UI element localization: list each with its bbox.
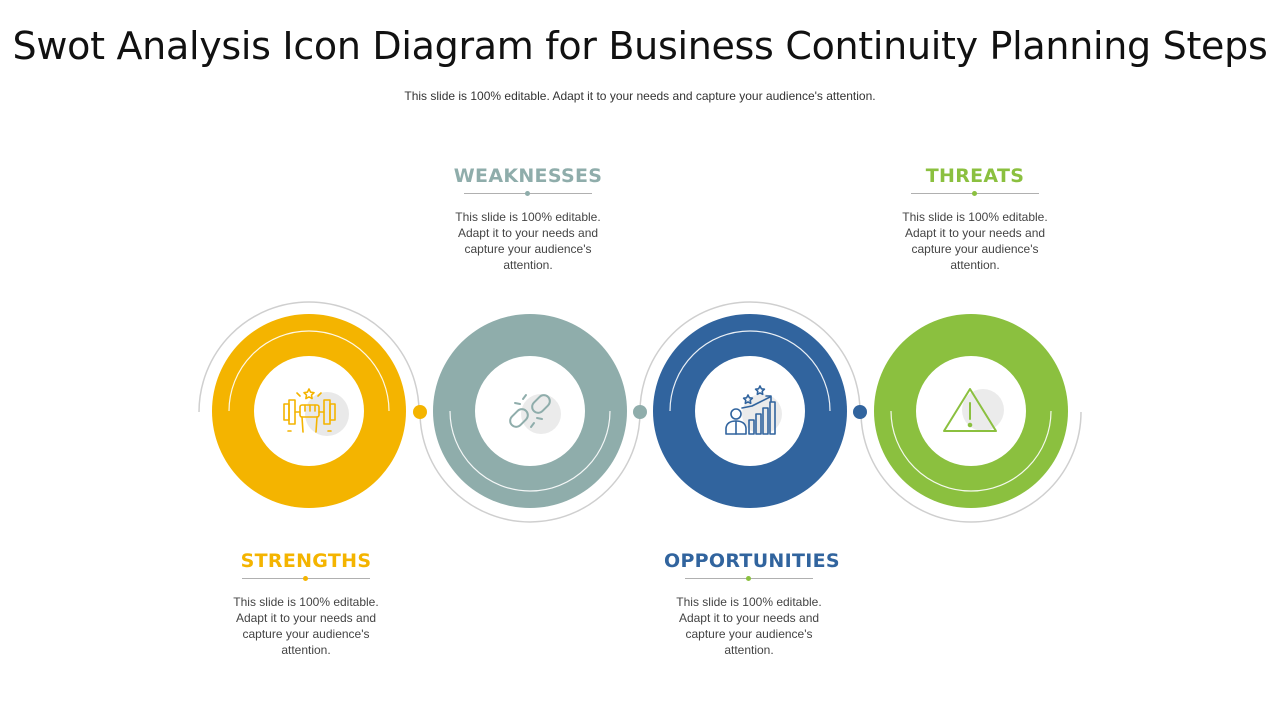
threats-description: This slide is 100% editable. Adapt it to… [902, 210, 1048, 272]
weaknesses-ring [433, 314, 627, 508]
weaknesses-block: WEAKNESSES This slide is 100% editable. … [443, 165, 613, 273]
strengths-description: This slide is 100% editable. Adapt it to… [233, 595, 379, 657]
strengths-divider-dot [303, 576, 308, 581]
threats-outer-arc [860, 411, 1082, 523]
warning-triangle-icon [943, 388, 997, 432]
strengths-block: STRENGTHS This slide is 100% editable. A… [221, 550, 391, 658]
connector-dot-1 [413, 405, 427, 419]
strengths-divider [242, 576, 370, 581]
broken-link-icon [509, 394, 551, 428]
strength-dumbbell-fist-icon [283, 388, 336, 433]
opportunities-block: OPPORTUNITIES This slide is 100% editabl… [664, 550, 840, 658]
strengths-heading: STRENGTHS [240, 550, 372, 572]
opportunities-divider-dot [746, 576, 751, 581]
weaknesses-description: This slide is 100% editable. Adapt it to… [455, 210, 601, 272]
threats-divider [911, 191, 1039, 196]
opportunities-outer-arc [639, 301, 861, 413]
weaknesses-divider-dot [525, 191, 530, 196]
weaknesses-divider [464, 191, 592, 196]
threats-heading: THREATS [925, 165, 1025, 187]
page-title: Swot Analysis Icon Diagram for Business … [12, 24, 1268, 68]
connector-dot-2 [633, 405, 647, 419]
opportunities-divider [685, 576, 813, 581]
connector-dot-3 [853, 405, 867, 419]
page-subtitle: This slide is 100% editable. Adapt it to… [404, 89, 876, 103]
opportunities-description: This slide is 100% editable. Adapt it to… [676, 595, 822, 657]
threats-divider-dot [972, 191, 977, 196]
threats-block: THREATS This slide is 100% editable. Ada… [890, 165, 1060, 273]
strengths-outer-arc [198, 301, 420, 413]
opportunities-heading: OPPORTUNITIES [664, 550, 840, 572]
growth-chart-person-icon [725, 385, 776, 435]
weaknesses-heading: WEAKNESSES [453, 165, 603, 187]
opportunities-ring [653, 314, 847, 508]
weaknesses-outer-arc [419, 411, 641, 523]
strengths-ring [212, 314, 406, 508]
